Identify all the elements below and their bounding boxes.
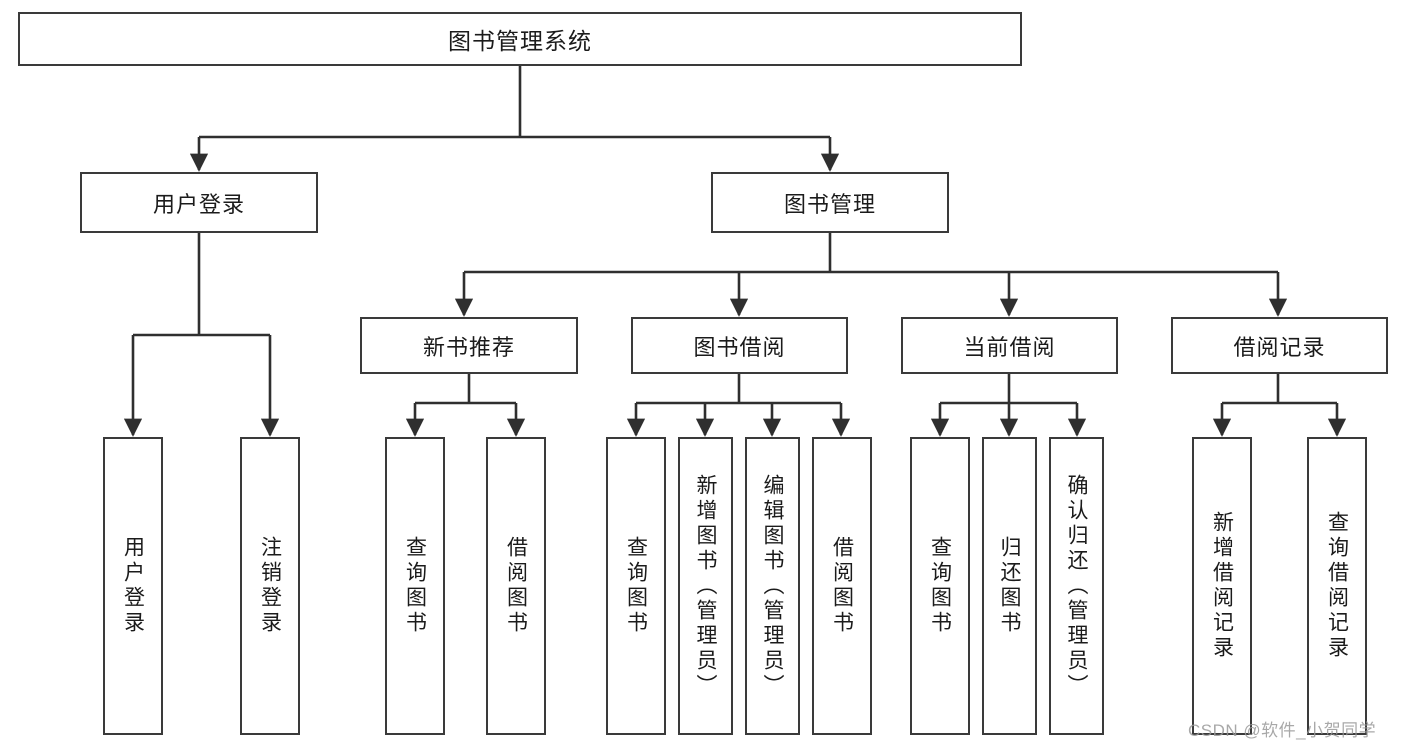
leaf-book-borrow-edit[interactable]: 编辑图书（管理员） <box>745 437 800 735</box>
node-book-manage-label: 图书管理 <box>783 191 876 217</box>
leaf-user-login-signin[interactable]: 用户登录 <box>103 437 163 735</box>
node-new-book-recommend-label: 新书推荐 <box>422 334 515 360</box>
node-user-login-label: 用户登录 <box>152 191 245 217</box>
node-new-book-recommend[interactable]: 新书推荐 <box>360 317 578 374</box>
watermark: CSDN @软件_小贺同学 <box>1188 721 1377 740</box>
leaf-book-borrow-lend[interactable]: 借阅图书 <box>812 437 872 735</box>
leaf-label: 注销登录 <box>258 536 282 636</box>
leaf-label: 归还图书 <box>998 536 1021 636</box>
node-borrow-record[interactable]: 借阅记录 <box>1171 317 1388 374</box>
node-root-label: 图书管理系统 <box>448 28 592 54</box>
leaf-label: 编辑图书（管理员） <box>761 473 784 699</box>
leaf-label: 确认归还（管理员） <box>1065 473 1088 699</box>
leaf-book-borrow-query[interactable]: 查询图书 <box>606 437 666 735</box>
leaf-current-borrow-query[interactable]: 查询图书 <box>910 437 970 735</box>
node-current-borrow[interactable]: 当前借阅 <box>901 317 1118 374</box>
node-current-borrow-label: 当前借阅 <box>963 334 1056 360</box>
leaf-label: 新增借阅记录 <box>1210 511 1234 661</box>
leaf-label: 用户登录 <box>121 536 145 636</box>
node-book-manage[interactable]: 图书管理 <box>711 172 949 233</box>
leaf-book-borrow-add[interactable]: 新增图书（管理员） <box>678 437 733 735</box>
node-book-borrow-label: 图书借阅 <box>693 334 786 360</box>
leaf-new-book-borrow[interactable]: 借阅图书 <box>486 437 546 735</box>
leaf-label: 查询图书 <box>403 536 427 636</box>
node-user-login[interactable]: 用户登录 <box>80 172 318 233</box>
leaf-user-login-signout[interactable]: 注销登录 <box>240 437 300 735</box>
leaf-label: 查询图书 <box>624 536 648 636</box>
node-borrow-record-label: 借阅记录 <box>1233 334 1326 360</box>
leaf-current-borrow-return[interactable]: 归还图书 <box>982 437 1037 735</box>
leaf-borrow-record-query[interactable]: 查询借阅记录 <box>1307 437 1367 735</box>
node-root-system[interactable]: 图书管理系统 <box>18 12 1022 66</box>
leaf-label: 借阅图书 <box>830 536 854 636</box>
leaf-borrow-record-add[interactable]: 新增借阅记录 <box>1192 437 1252 735</box>
leaf-label: 新增图书（管理员） <box>694 473 717 699</box>
leaf-new-book-query[interactable]: 查询图书 <box>385 437 445 735</box>
leaf-label: 借阅图书 <box>504 536 528 636</box>
node-book-borrow[interactable]: 图书借阅 <box>631 317 848 374</box>
leaf-current-borrow-confirm[interactable]: 确认归还（管理员） <box>1049 437 1104 735</box>
leaf-label: 查询借阅记录 <box>1325 511 1349 661</box>
leaf-label: 查询图书 <box>928 536 952 636</box>
